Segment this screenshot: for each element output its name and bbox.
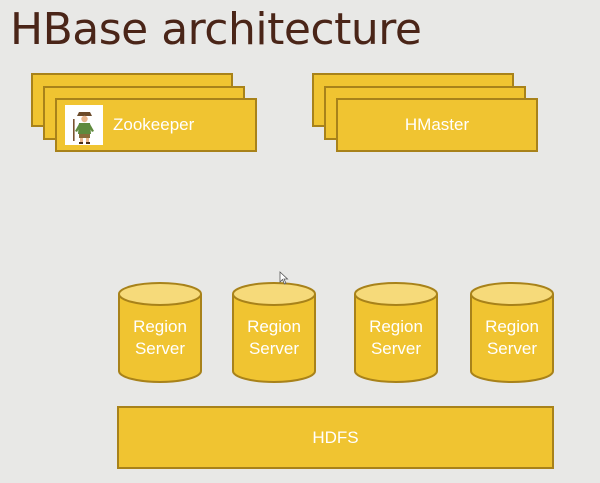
region-server-line1: Region: [369, 317, 423, 336]
region-server-line2: Server: [370, 339, 422, 358]
hmaster-box: HMaster: [336, 98, 538, 152]
mouse-cursor-icon: [279, 271, 289, 285]
cylinder-shape: [470, 282, 554, 383]
zookeeper-box: Zookeeper: [55, 98, 257, 152]
region-server-label: Region Server: [117, 316, 203, 360]
cylinder-shape: [354, 282, 438, 383]
hdfs-label: HDFS: [312, 427, 359, 447]
cylinder-shape: [118, 282, 202, 383]
region-server-line1: Region: [485, 317, 539, 336]
hmaster-label: HMaster: [404, 115, 470, 134]
page-title: HBase architecture: [10, 4, 422, 55]
region-server-line2: Server: [134, 339, 186, 358]
region-server-line1: Region: [247, 317, 301, 336]
region-server-label: Region Server: [353, 316, 439, 360]
cylinder-shape: [232, 282, 316, 383]
region-server-label: Region Server: [469, 316, 555, 360]
region-server-line2: Server: [486, 339, 538, 358]
region-server-3: Region Server: [353, 282, 439, 384]
region-server-2: Region Server: [231, 282, 317, 384]
zookeeper-label: Zookeeper: [113, 115, 195, 134]
region-server-line1: Region: [133, 317, 187, 336]
region-server-1: Region Server: [117, 282, 203, 384]
region-server-4: Region Server: [469, 282, 555, 384]
hdfs-box: HDFS: [117, 406, 554, 469]
region-server-label: Region Server: [231, 316, 317, 360]
region-server-line2: Server: [248, 339, 300, 358]
zookeeper-figure-icon: [65, 105, 103, 145]
